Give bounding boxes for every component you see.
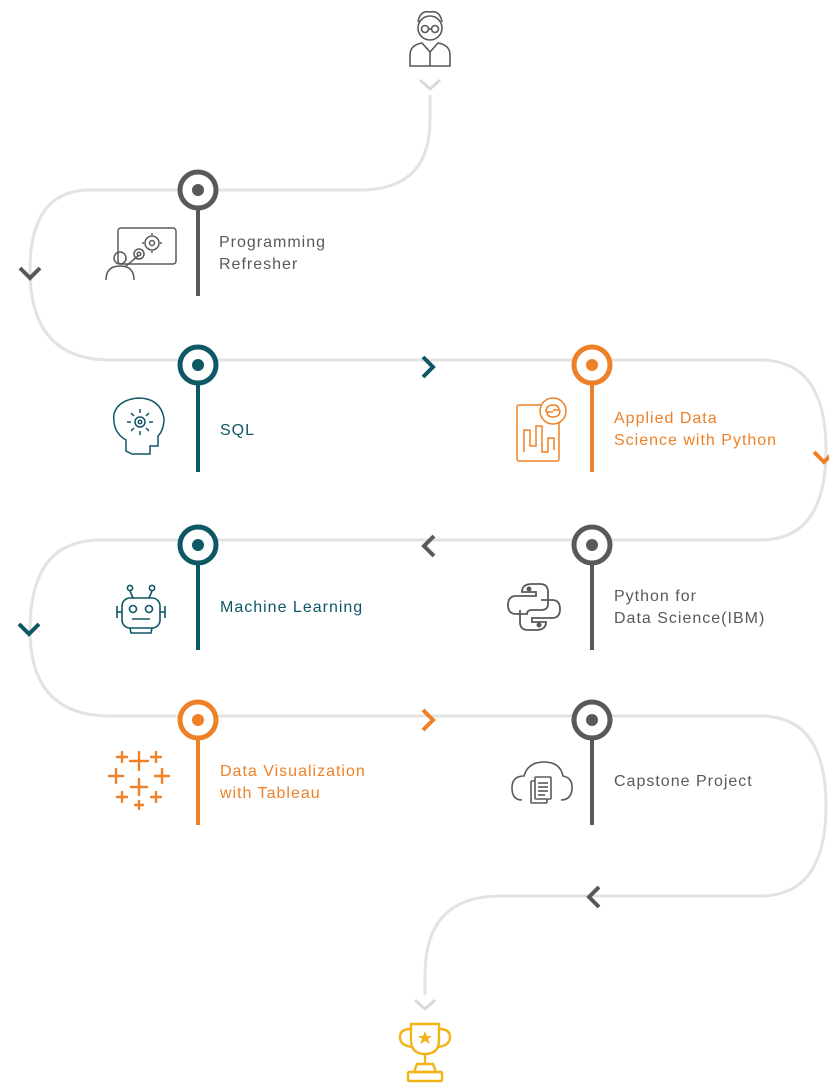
tableau-icon bbox=[107, 750, 171, 811]
step-label-line: Data Visualization bbox=[220, 763, 366, 780]
step-label-machine-learning: Machine Learning bbox=[220, 597, 363, 619]
trophy-icon bbox=[398, 1022, 452, 1083]
chevron-down-icon bbox=[17, 622, 41, 637]
chevron-down-icon bbox=[18, 266, 42, 281]
chevron-down-icon bbox=[812, 450, 829, 465]
path-line bbox=[28, 95, 828, 995]
step-label-line: Machine Learning bbox=[220, 599, 364, 616]
python-logo-icon bbox=[507, 583, 561, 631]
presentation-gears-icon bbox=[105, 227, 177, 281]
step-marker-data-visualization bbox=[177, 699, 219, 825]
step-marker-machine-learning bbox=[177, 524, 219, 650]
step-label-line: Capstone Project bbox=[614, 773, 753, 790]
step-label-applied-data-science: Applied Data Science with Python bbox=[614, 408, 777, 452]
chevron-right-icon bbox=[421, 355, 436, 379]
step-label-line: Programming bbox=[219, 234, 327, 251]
step-label-python-for-data-science: Python for Data Science(IBM) bbox=[614, 586, 765, 630]
step-marker-programming-refresher bbox=[177, 169, 219, 296]
step-label-line: Science with Python bbox=[614, 432, 778, 449]
step-label-programming-refresher: Programming Refresher bbox=[219, 232, 326, 276]
student-avatar-icon bbox=[409, 10, 451, 67]
brain-network-icon bbox=[113, 397, 165, 455]
step-label-capstone-project: Capstone Project bbox=[614, 771, 753, 793]
step-label-line: Data Science(IBM) bbox=[614, 610, 766, 627]
step-marker-capstone-project bbox=[571, 699, 613, 825]
chevron-left-icon bbox=[586, 885, 601, 909]
step-label-line: SQL bbox=[220, 422, 256, 439]
chevron-right-icon bbox=[421, 708, 436, 732]
step-label-line: Python for bbox=[614, 588, 697, 605]
robot-icon bbox=[116, 584, 166, 634]
step-label-sql: SQL bbox=[220, 420, 255, 442]
step-marker-python-for-data-science bbox=[571, 524, 613, 650]
chevron-left-icon bbox=[421, 534, 436, 558]
python-chart-icon bbox=[516, 397, 567, 462]
step-marker-sql bbox=[177, 344, 219, 472]
step-marker-applied-data-science bbox=[571, 344, 613, 472]
chevron-down-icon bbox=[413, 998, 437, 1012]
step-label-line: with Tableau bbox=[220, 785, 321, 802]
cloud-document-icon bbox=[511, 761, 573, 804]
step-label-line: Applied Data bbox=[614, 410, 718, 427]
chevron-down-icon bbox=[418, 78, 442, 92]
step-label-data-visualization: Data Visualization with Tableau bbox=[220, 761, 366, 805]
step-label-line: Refresher bbox=[219, 256, 299, 273]
